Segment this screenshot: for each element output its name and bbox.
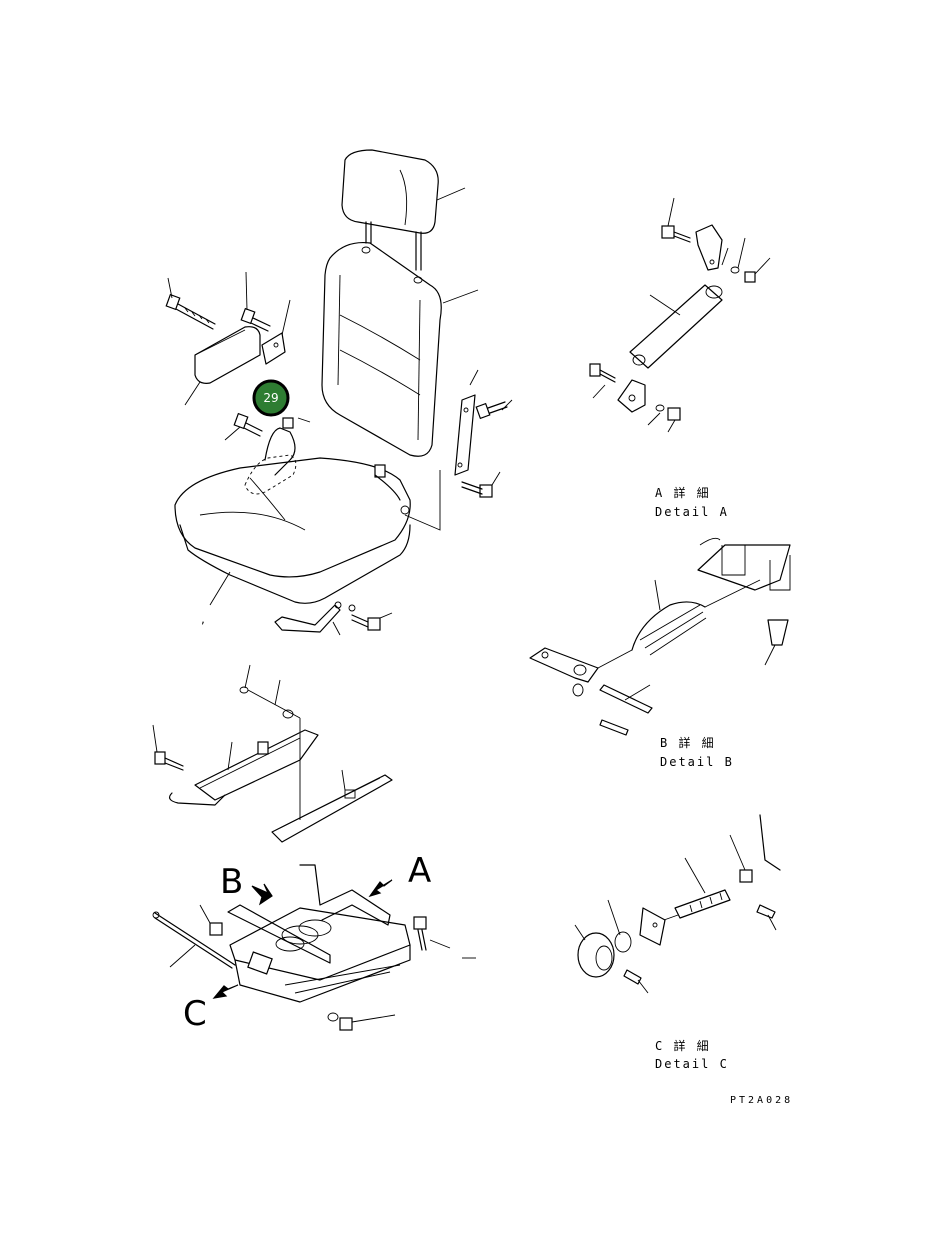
detail-b-illustration: B 詳 細 Detail B [529, 537, 791, 769]
side-bracket [374, 369, 513, 531]
view-letter-b: B [220, 862, 243, 902]
recline-lever [224, 412, 311, 476]
backrest [321, 241, 479, 457]
seat-lever [274, 601, 393, 636]
seat-cushion: , [174, 454, 411, 626]
detail-c-illustration: C 詳 細 Detail C [574, 814, 781, 1071]
suspension-base: B A C [152, 851, 476, 1034]
detail-a-en: Detail A [655, 505, 729, 519]
svg-text:,: , [200, 615, 206, 626]
headrest [341, 149, 466, 271]
drawing-code: PT2A028 [730, 1095, 793, 1106]
callout-29-label: 29 [263, 391, 278, 405]
armrest [184, 326, 261, 406]
detail-a-jp: A 詳 細 [655, 485, 711, 500]
seat-main-illustration: , [165, 149, 513, 636]
detail-c-jp: C 詳 細 [655, 1038, 711, 1053]
detail-c-en: Detail C [655, 1057, 729, 1071]
detail-b-en: Detail B [660, 755, 734, 769]
armrest-bolts [165, 271, 291, 365]
view-letter-c: C [183, 994, 207, 1034]
detail-b-jp: B 詳 細 [660, 735, 716, 750]
callout-29[interactable]: 29 [252, 379, 290, 417]
detail-a-illustration: A 詳 細 Detail A [589, 197, 771, 519]
slide-rails [152, 664, 393, 843]
view-letter-a: A [408, 851, 431, 891]
